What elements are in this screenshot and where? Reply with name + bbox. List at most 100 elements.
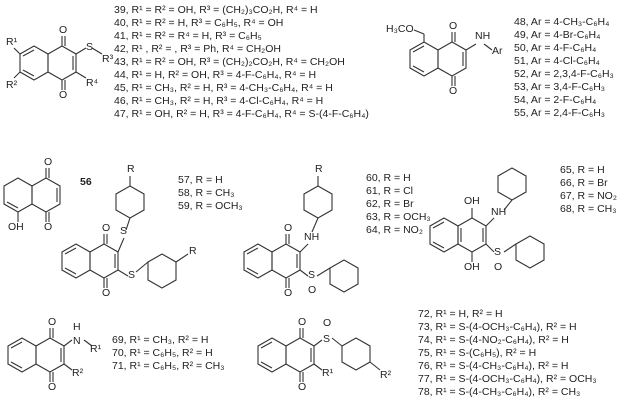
list-item: 53, Ar = 3,4-F-C₆H₃ — [514, 81, 606, 93]
atom-r-57a: R — [127, 163, 135, 175]
atom-o-72b: O — [298, 381, 307, 393]
juglone-structure — [3, 168, 61, 222]
list-item: 48, Ar = 4-CH₃-C₆H₄ — [514, 16, 610, 28]
atom-ar: Ar — [492, 45, 503, 57]
list-item: 69, R¹ = CH₃, R² = H — [112, 334, 209, 346]
list-item: 70, R¹ = C₆H₅, R² = H — [112, 347, 213, 359]
atom-o-top: O — [59, 24, 68, 36]
atom-o-sulfinyl-65: O — [494, 261, 503, 273]
atom-r4: R⁴ — [86, 77, 99, 89]
list-item: 47, R¹ = OH, R² = H, R³ = 4-F-C₆H₄, R⁴ =… — [114, 108, 369, 120]
list-item: 39, R¹ = R² = OH, R³ = (CH₂)₃CO₂H, R⁴ = … — [114, 4, 318, 16]
atom-r-60: R — [315, 163, 323, 175]
atom-o-60a: O — [284, 222, 293, 234]
list-item: 61, R = Cl — [366, 185, 413, 197]
atom-methoxy-ch3: H₃CO — [386, 23, 414, 35]
list-item: 60, R = H — [366, 172, 411, 184]
list-item: 67, R = NO₂ — [560, 190, 617, 202]
list-item: 78, R¹ = S-(4-CH₃-C₆H₄), R² = CH₃ — [418, 386, 581, 398]
compound-list-69-71: 69, R¹ = CH₃, R² = H 70, R¹ = C₆H₅, R² =… — [112, 334, 225, 373]
compound-list-48-55: 48, Ar = 4-CH₃-C₆H₄ 49, Ar = 4-Br-C₆H₄ 5… — [514, 16, 614, 120]
list-item: 77, R¹ = S-(4-OCH₃-C₆H₄), R² = OCH₃ — [418, 373, 597, 385]
list-item: 71, R¹ = C₆H₅, R² = CH₃ — [112, 360, 225, 372]
atom-s-57b: S — [128, 269, 136, 281]
list-item: 72, R¹ = H, R² = H — [418, 308, 503, 320]
atom-s-72: S — [323, 333, 331, 345]
list-item: 51, Ar = 4-Cl-C₆H₄ — [514, 55, 600, 67]
list-item: 50, Ar = 4-F-C₆H₄ — [514, 42, 597, 54]
atom-o-69b: O — [48, 381, 57, 393]
atom-nh-60: NH — [304, 231, 320, 243]
list-item: 46, R¹ = CH₃, R² = H, R³ = 4-Cl-C₆H₄, R⁴… — [114, 95, 324, 107]
atom-r2-69: R² — [72, 367, 84, 379]
atom-o-top-b: O — [449, 20, 458, 32]
list-item: 58, R = CH₃ — [178, 187, 235, 199]
list-item: 57, R = H — [178, 174, 223, 186]
list-item: 44, R¹ = H, R² = OH, R³ = 4-F-C₆H₄, R⁴ =… — [114, 69, 317, 81]
compound-list-39-47: 39, R¹ = R² = OH, R³ = (CH₂)₃CO₂H, R⁴ = … — [114, 4, 369, 121]
atom-s-65: S — [494, 246, 502, 258]
list-item: 49, Ar = 4-Br-C₆H₄ — [514, 29, 601, 41]
list-item: 40, R¹ = R² = H, R³ = C₆H₅, R⁴ = OH — [114, 17, 284, 29]
atom-o-72a: O — [298, 316, 307, 328]
atom-n-69: N — [73, 335, 81, 347]
atom-o-bottom-b: O — [449, 85, 458, 97]
atom-s-57a: S — [120, 225, 128, 237]
compound-number-56: 56 — [80, 176, 92, 188]
atom-r1-72: R¹ — [322, 367, 334, 379]
list-item: 74, R¹ = S-(4-NO₂-C₆H₄), R² = H — [418, 334, 569, 346]
atom-o-57a: O — [102, 222, 111, 234]
list-item: 54, Ar = 2-F-C₆H₄ — [514, 94, 597, 106]
list-item: 59, R = OCH₃ — [178, 200, 243, 212]
atom-oh-65b: OH — [464, 261, 480, 273]
atom-o-60b: O — [284, 287, 293, 299]
list-item: 64, R = NO₂ — [366, 224, 423, 236]
atom-s: S — [86, 41, 94, 53]
atom-o-56b: O — [44, 221, 53, 233]
list-item: 52, Ar = 2,3,4-F-C₆H₃ — [514, 68, 614, 80]
atom-nh-65: NH — [491, 206, 507, 218]
list-item: 43, R¹ = R² = OH, R³ = (CH₂)₂CO₂H, R⁴ = … — [114, 56, 345, 68]
atom-o-sulfinyl-72: O — [323, 317, 332, 329]
compound-list-65-68: 65, R = H 66, R = Br 67, R = NO₂ 68, R =… — [560, 164, 617, 216]
atom-r1-69: R¹ — [90, 343, 102, 355]
atom-o-57b: O — [102, 287, 111, 299]
atom-h-69: H — [73, 321, 81, 333]
list-item: 76, R¹ = S-(4-CH₃-C₆H₄), R² = H — [418, 360, 569, 372]
atom-o-bottom: O — [59, 89, 68, 101]
atom-oh-56: OH — [8, 221, 24, 233]
atom-o-69a: O — [48, 316, 57, 328]
list-item: 68, R = CH₃ — [560, 203, 617, 215]
compound-list-57-59: 57, R = H 58, R = CH₃ 59, R = OCH₃ — [178, 174, 243, 213]
atom-r1: R¹ — [6, 36, 18, 48]
compound-list-72-78: 72, R¹ = H, R² = H 73, R¹ = S-(4-OCH₃-C₆… — [418, 308, 597, 399]
atom-r2-72: R² — [380, 369, 392, 381]
atom-r2: R² — [6, 79, 18, 91]
list-item: 65, R = H — [560, 164, 605, 176]
atom-r-57b: R — [189, 245, 197, 257]
atom-r3: R³ — [102, 53, 114, 65]
list-item: 75, R¹ = S-(C₆H₅), R² = H — [418, 347, 537, 359]
atom-s-60: S — [308, 269, 316, 281]
list-item: 55, Ar = 2,4-F-C₆H₃ — [514, 107, 606, 119]
atom-o-sulfinyl-60: O — [308, 284, 317, 296]
list-item: 63, R = OCH₃ — [366, 211, 431, 223]
methoxy-aminonaphthoquinone-structure — [409, 29, 493, 86]
atom-o-56a: O — [44, 156, 53, 168]
list-item: 42, R¹ , R² = , R³ = Ph, R⁴ = CH₂OH — [114, 43, 282, 55]
atom-nh: NH — [475, 30, 491, 42]
atom-oh-65a: OH — [464, 195, 480, 207]
list-item: 73, R¹ = S-(4-OCH₃-C₆H₄), R² = H — [418, 321, 577, 333]
naphthoquinone-thioether-structure — [13, 36, 103, 90]
list-item: 45, R¹ = CH₃, R² = H, R³ = 4-CH₃-C₆H₄, R… — [114, 82, 333, 94]
list-item: 66, R = Br — [560, 177, 608, 189]
list-item: 62, R = Br — [366, 198, 414, 210]
compound-list-60-64: 60, R = H 61, R = Cl 62, R = Br 63, R = … — [366, 172, 431, 237]
list-item: 41, R¹ = R² = R⁴ = H, R³ = C₆H₅ — [114, 30, 262, 42]
